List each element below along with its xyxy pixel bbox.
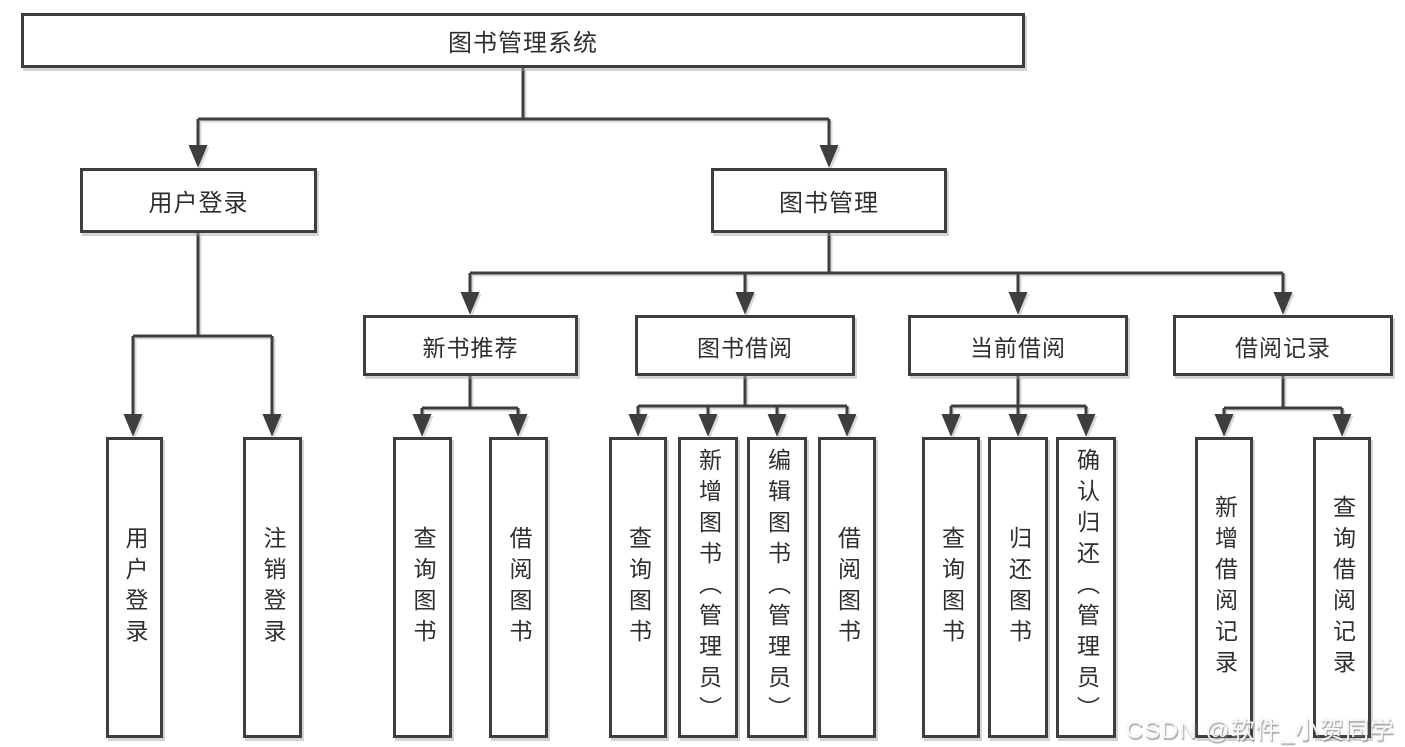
leaf-query-borrow-record-label: 查询借阅记录 xyxy=(1329,494,1356,681)
leaf-query-books-current: 查询图书 xyxy=(922,437,980,738)
node-user-login: 用户登录 xyxy=(80,168,317,233)
leaf-add-books-admin-label: 新增图书（管理员） xyxy=(695,448,722,727)
leaf-borrow-books-recommend: 借阅图书 xyxy=(489,437,548,738)
leaf-logout: 注销登录 xyxy=(243,437,302,738)
leaf-return-books-label: 归还图书 xyxy=(1005,525,1032,650)
leaf-logout-label: 注销登录 xyxy=(260,525,286,650)
leaf-confirm-return-admin: 确认归还（管理员） xyxy=(1056,437,1116,738)
node-new-book-recommend: 新书推荐 xyxy=(363,315,578,376)
node-current-borrow: 当前借阅 xyxy=(908,315,1128,376)
leaf-borrow-books-label: 借阅图书 xyxy=(834,525,861,650)
leaf-query-borrow-record: 查询借阅记录 xyxy=(1313,437,1371,738)
leaf-edit-books-admin-label: 编辑图书（管理员） xyxy=(764,448,791,727)
leaf-add-borrow-record-label: 新增借阅记录 xyxy=(1211,494,1238,681)
leaf-confirm-return-admin-label: 确认归还（管理员） xyxy=(1073,448,1100,727)
leaf-query-books-current-label: 查询图书 xyxy=(938,525,965,650)
node-borrow-records: 借阅记录 xyxy=(1173,315,1393,376)
leaf-user-login: 用户登录 xyxy=(106,437,163,738)
leaf-query-books-recommend: 查询图书 xyxy=(393,437,452,738)
leaf-query-books-borrow: 查询图书 xyxy=(609,437,667,738)
leaf-borrow-books-recommend-label: 借阅图书 xyxy=(506,525,532,650)
leaf-return-books: 归还图书 xyxy=(988,437,1048,738)
leaf-borrow-books: 借阅图书 xyxy=(818,437,876,738)
leaf-add-books-admin: 新增图书（管理员） xyxy=(678,437,738,738)
leaf-add-borrow-record: 新增借阅记录 xyxy=(1195,437,1253,738)
node-book-management: 图书管理 xyxy=(711,168,947,233)
leaf-query-books-borrow-label: 查询图书 xyxy=(625,525,652,650)
leaf-user-login-label: 用户登录 xyxy=(122,525,148,650)
node-book-borrow: 图书借阅 xyxy=(635,315,855,376)
leaf-query-books-recommend-label: 查询图书 xyxy=(410,525,436,650)
leaf-edit-books-admin: 编辑图书（管理员） xyxy=(747,437,807,738)
node-root-system: 图书管理系统 xyxy=(21,13,1025,68)
